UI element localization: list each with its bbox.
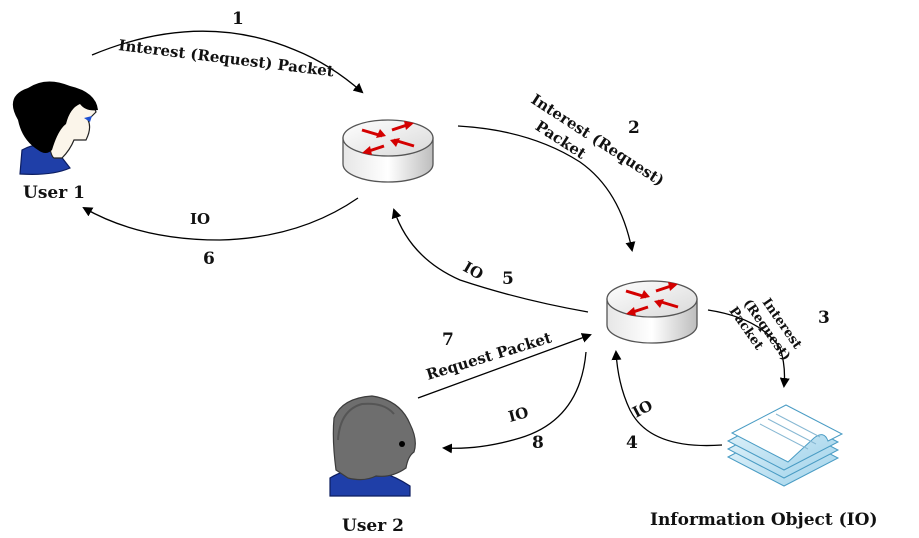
step-8-label: IO [506,403,530,426]
edge-8-arrow [442,351,587,454]
edge-3-arrow [707,309,790,388]
step-6-label: IO [190,210,210,228]
step-3-number: 3 [818,308,830,328]
user1-icon [12,81,99,175]
step-6-number: 6 [203,249,215,269]
step-5-number: 5 [502,269,514,289]
edge-4-arrow [611,350,723,447]
step-4-label: IO [629,396,655,421]
step-7-number: 7 [442,330,454,350]
edge-5-arrow [391,208,589,313]
step-8-number: 8 [532,433,544,453]
information-object-label: Information Object (IO) [650,510,877,530]
user1-label: User 1 [23,183,85,203]
step-1-number: 1 [232,9,244,29]
user2-label: User 2 [342,516,404,536]
edge-2-arrow [457,125,636,252]
router-b [606,280,698,344]
step-2-number: 2 [628,118,640,138]
edge-6-arrow [82,197,359,241]
step-5-label: IO [460,258,486,284]
step-1-label: Interest (Request) Packet [118,36,335,80]
step-4-number: 4 [626,433,638,453]
router-a [342,119,434,183]
edge-7-arrow [417,333,592,399]
information-object-icon [726,404,844,487]
user2-icon [329,395,416,497]
edge-1-arrow [91,30,364,94]
